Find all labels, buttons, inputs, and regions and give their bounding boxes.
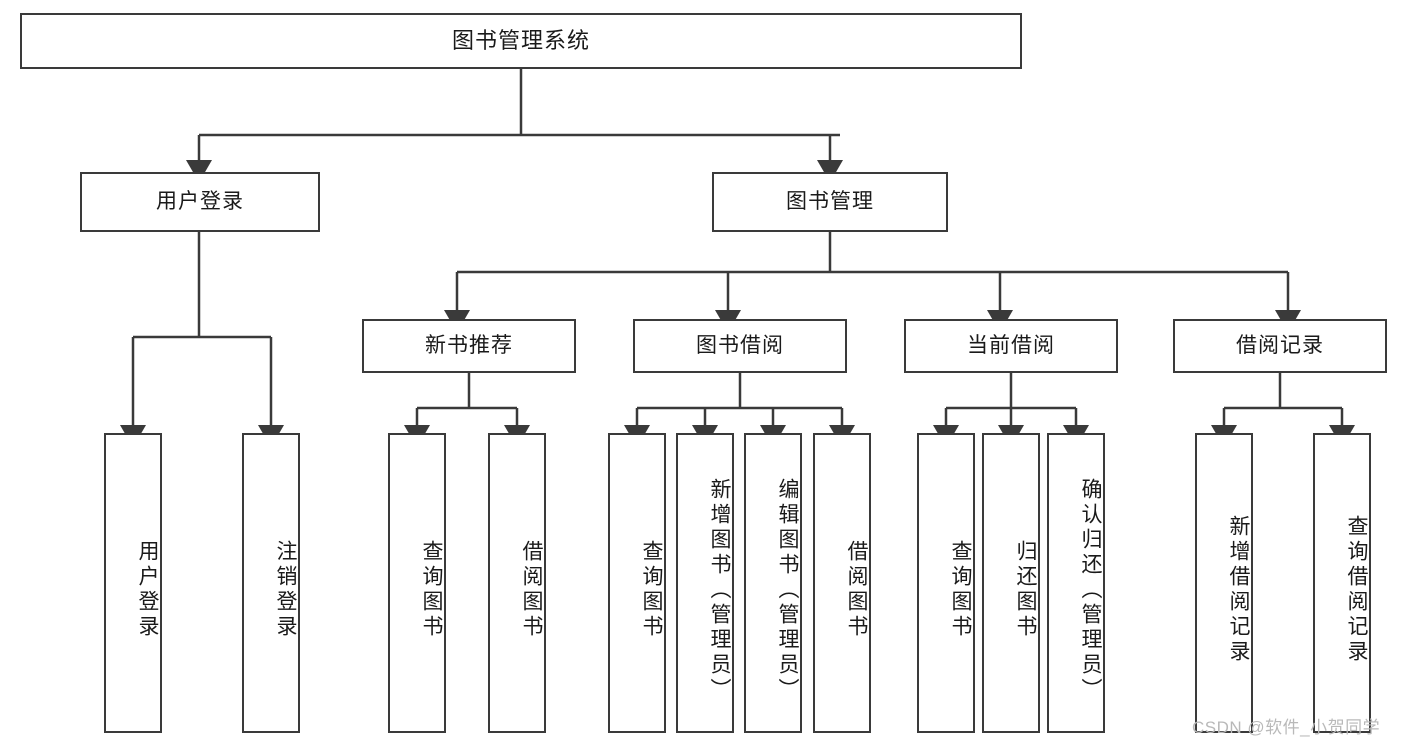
leaf-borrow-record-add-record[interactable]: 新增借阅记录: [1195, 433, 1253, 733]
node-label: 确认归还（管理员）: [1079, 477, 1102, 703]
node-label: 图书管理: [786, 190, 874, 214]
leaf-book-borrow-edit-book[interactable]: 编辑图书（管理员）: [744, 433, 802, 733]
node-label: 图书借阅: [696, 334, 784, 358]
node-label: 查询借阅记录: [1345, 515, 1368, 665]
node-label: 图书管理系统: [451, 27, 590, 53]
node-label: 归还图书: [1014, 540, 1037, 640]
node-label: 新增借阅记录: [1227, 515, 1250, 665]
node-label: 当前借阅: [967, 334, 1055, 358]
node-label: 新增图书（管理员）: [708, 477, 731, 703]
leaf-new-book-borrow-book[interactable]: 借阅图书: [488, 433, 546, 733]
leaf-new-book-query-book[interactable]: 查询图书: [388, 433, 446, 733]
node-label: 查询图书: [420, 540, 443, 640]
leaf-book-borrow-query-book[interactable]: 查询图书: [608, 433, 666, 733]
node-book-management[interactable]: 图书管理: [712, 172, 948, 232]
leaf-current-borrow-return-book[interactable]: 归还图书: [982, 433, 1040, 733]
node-book-borrow[interactable]: 图书借阅: [633, 319, 847, 373]
node-label: 查询图书: [949, 540, 972, 640]
leaf-current-borrow-confirm-return[interactable]: 确认归还（管理员）: [1047, 433, 1105, 733]
leaf-book-borrow-borrow-book[interactable]: 借阅图书: [813, 433, 871, 733]
node-current-borrow[interactable]: 当前借阅: [904, 319, 1118, 373]
node-user-login[interactable]: 用户登录: [80, 172, 320, 232]
node-root-book-management-system[interactable]: 图书管理系统: [20, 13, 1022, 69]
leaf-current-borrow-query-book[interactable]: 查询图书: [917, 433, 975, 733]
node-label: 用户登录: [156, 190, 244, 214]
node-new-book-recommend[interactable]: 新书推荐: [362, 319, 576, 373]
node-label: 新书推荐: [425, 334, 513, 358]
leaf-user-login-logout[interactable]: 注销登录: [242, 433, 300, 733]
leaf-user-login-login[interactable]: 用户登录: [104, 433, 162, 733]
node-label: 查询图书: [640, 540, 663, 640]
node-label: 借阅图书: [845, 540, 868, 640]
node-label: 借阅记录: [1236, 334, 1324, 358]
leaf-book-borrow-add-book[interactable]: 新增图书（管理员）: [676, 433, 734, 733]
node-label: 借阅图书: [520, 540, 543, 640]
node-label: 用户登录: [136, 540, 159, 640]
node-borrow-record[interactable]: 借阅记录: [1173, 319, 1387, 373]
node-label: 注销登录: [274, 540, 297, 640]
watermark-csdn: CSDN @软件_小贺同学: [1192, 718, 1381, 737]
node-label: 编辑图书（管理员）: [776, 477, 799, 703]
leaf-borrow-record-query-record[interactable]: 查询借阅记录: [1313, 433, 1371, 733]
